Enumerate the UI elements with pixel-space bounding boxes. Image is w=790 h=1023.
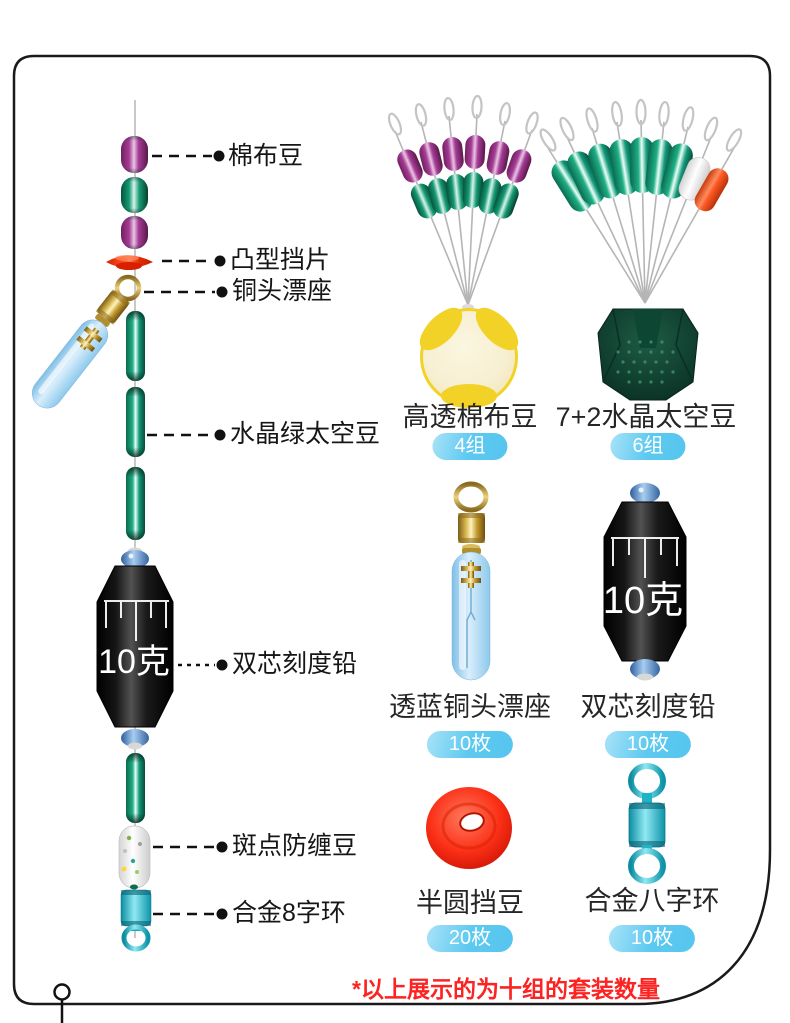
rig-label-lead-weight: 双芯刻度铅 — [232, 650, 358, 678]
speech-bubble-frame — [12, 54, 772, 1023]
rig-label-figure8-ring: 合金8字环 — [232, 899, 346, 927]
bean-pot-icon — [597, 308, 699, 401]
figure8-swivel-icon — [628, 763, 666, 884]
cotton-bean-icon — [121, 136, 148, 249]
space-bean-icon — [126, 311, 145, 540]
lead-weight-value: 10克 — [603, 580, 683, 622]
product-name: 合金八字环 — [584, 886, 720, 916]
float-seat-icon — [451, 481, 491, 681]
product-name: 双芯刻度铅 — [580, 692, 716, 722]
lead-weight-icon: 10克 — [96, 547, 174, 750]
lead-weight-icon: 10克 — [603, 482, 687, 681]
qty-badge: 10枚 — [604, 731, 692, 758]
product-name: 半圆挡豆 — [416, 888, 524, 918]
cotton-bean-fan-icon — [387, 94, 539, 408]
set-quantity-footnote: *以上展示的为十组的套装数量 — [352, 976, 660, 1002]
convex-stopper-icon — [106, 255, 153, 270]
product-name: 高透棉布豆 — [402, 402, 538, 432]
rig-label-anti-tangle-bean: 斑点防缠豆 — [232, 832, 358, 860]
callout-dots — [213, 150, 228, 920]
callout-lines — [144, 154, 215, 916]
cotton-ball-container-icon — [419, 304, 519, 408]
anti-tangle-bean-icon — [118, 825, 151, 890]
space-bean-fan-icon — [539, 98, 743, 401]
hang-tag-ring-icon — [53, 983, 71, 1001]
float-seat-icon — [31, 274, 142, 409]
qty-badge: 20枚 — [426, 925, 514, 952]
half-round-stopper-icon — [426, 787, 512, 869]
qty-badge: 10枚 — [608, 925, 696, 952]
figure8-ring-icon — [120, 889, 152, 952]
rig-label-convex-stopper: 凸型挡片 — [230, 246, 331, 274]
rig-label-float-seat: 铜头漂座 — [232, 277, 333, 305]
qty-badge: 4组 — [432, 433, 508, 460]
rig-label-cotton-bean: 棉布豆 — [228, 142, 304, 170]
rig-label-space-bean: 水晶绿太空豆 — [230, 420, 381, 448]
product-name: 7+2水晶太空豆 — [555, 402, 737, 432]
rig-diagram: 10克 — [31, 100, 228, 952]
qty-badge: 10枚 — [426, 731, 514, 758]
qty-badge: 6组 — [610, 433, 686, 460]
product-name: 透蓝铜头漂座 — [389, 692, 551, 722]
lead-weight-value: 10克 — [98, 643, 170, 681]
